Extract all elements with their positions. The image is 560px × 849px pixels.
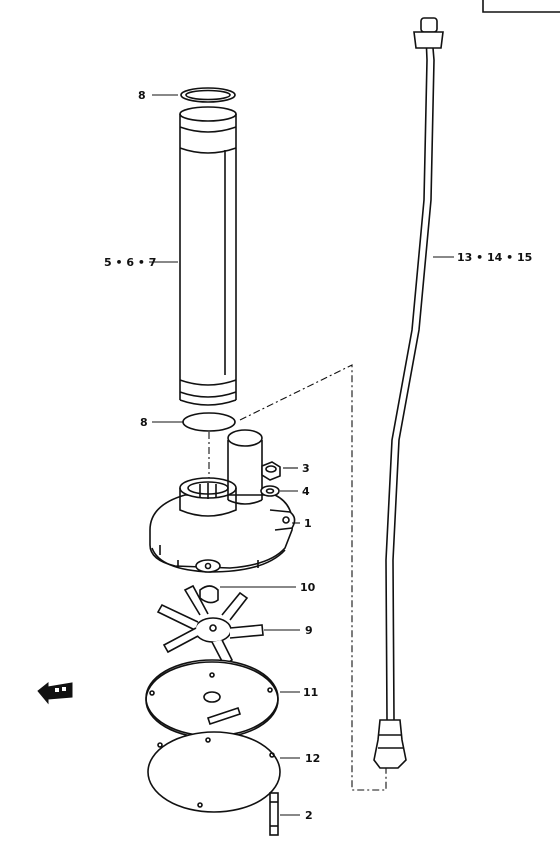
assembly-line-right <box>239 364 387 791</box>
water-tube <box>179 106 237 406</box>
callout-5-6-7: 5 • 6 • 7 <box>104 256 156 269</box>
callout-2: 2 <box>305 809 313 822</box>
dowel-pin <box>269 792 279 836</box>
pump-case <box>149 429 296 573</box>
washer <box>260 485 280 497</box>
frame-corner <box>482 0 560 13</box>
water-pipe <box>373 17 444 769</box>
impeller <box>156 584 264 667</box>
callout-9: 9 <box>305 624 313 637</box>
callout-1: 1 <box>304 517 312 530</box>
o-ring-top <box>180 87 236 103</box>
front-direction-arrow-icon <box>37 681 73 705</box>
nut <box>261 461 281 481</box>
liner-plate <box>145 659 279 739</box>
gasket <box>147 731 281 813</box>
callout-8-top: 8 <box>138 89 146 102</box>
callout-13-14-15: 13 • 14 • 15 <box>457 251 532 264</box>
callout-4: 4 <box>302 485 310 498</box>
callout-10: 10 <box>300 581 316 594</box>
callout-8-bottom: 8 <box>140 416 148 429</box>
key <box>199 585 219 604</box>
o-ring-bottom <box>182 412 236 432</box>
callout-11: 11 <box>303 686 318 699</box>
callout-12: 12 <box>305 752 320 765</box>
callout-3: 3 <box>302 462 310 475</box>
